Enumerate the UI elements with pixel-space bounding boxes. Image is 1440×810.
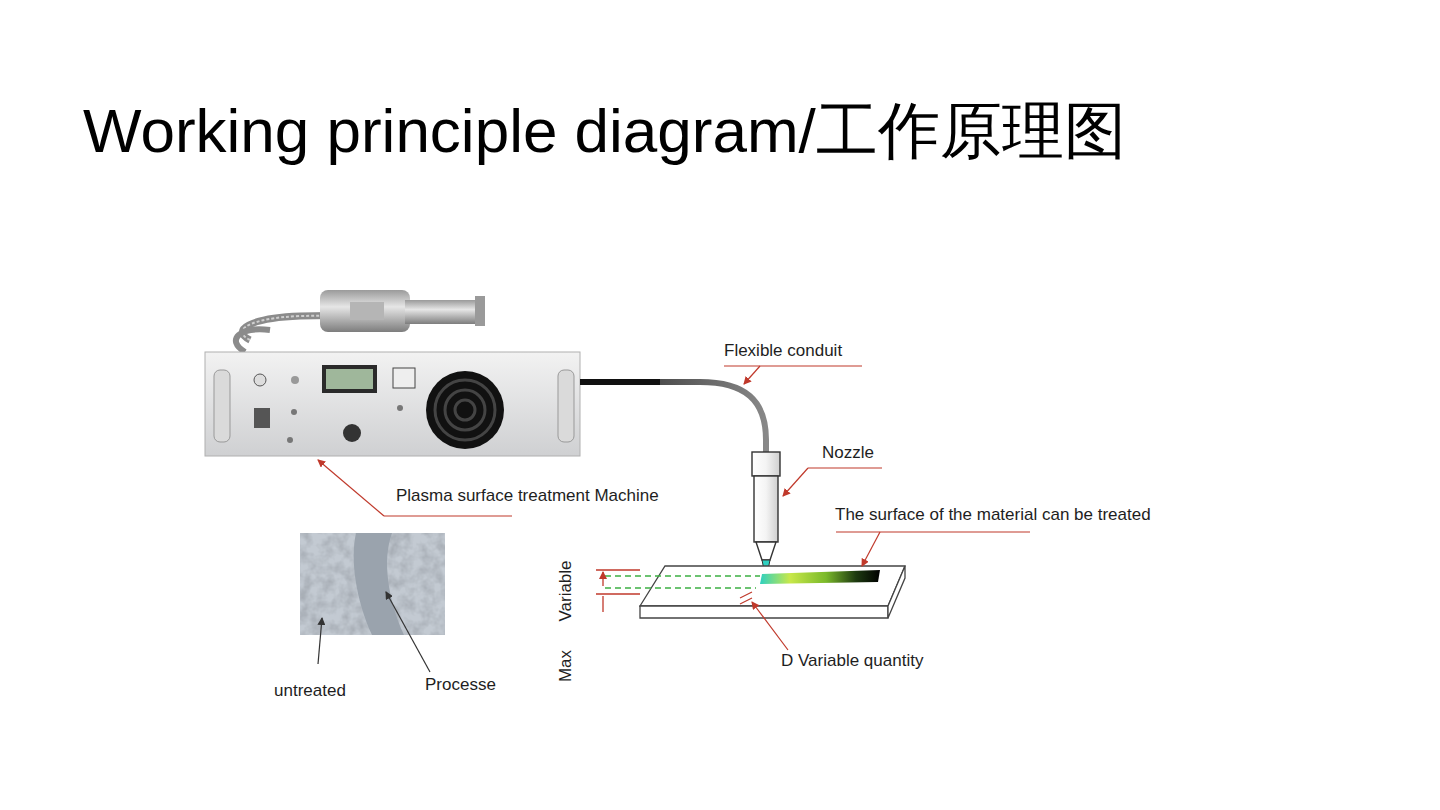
sample-label: Processe [425, 675, 496, 695]
part-label: Nozzle [822, 443, 874, 463]
part-label: Flexible conduit [724, 341, 842, 361]
dimension-label: Variable [556, 560, 576, 621]
dimension-label: D Variable quantity [781, 651, 923, 671]
plasma-machine [205, 290, 580, 456]
dimension-label: Max [556, 650, 576, 682]
material-plate [596, 566, 905, 618]
sample-arrows [318, 592, 430, 672]
part-label: The surface of the material can be treat… [835, 505, 1151, 525]
flexible-conduit [580, 382, 766, 452]
sample-label: untreated [274, 681, 346, 701]
page-title: Working principle diagram/工作原理图 [83, 95, 1126, 166]
nozzle [752, 452, 780, 570]
part-label: Plasma surface treatment Machine [396, 486, 659, 506]
